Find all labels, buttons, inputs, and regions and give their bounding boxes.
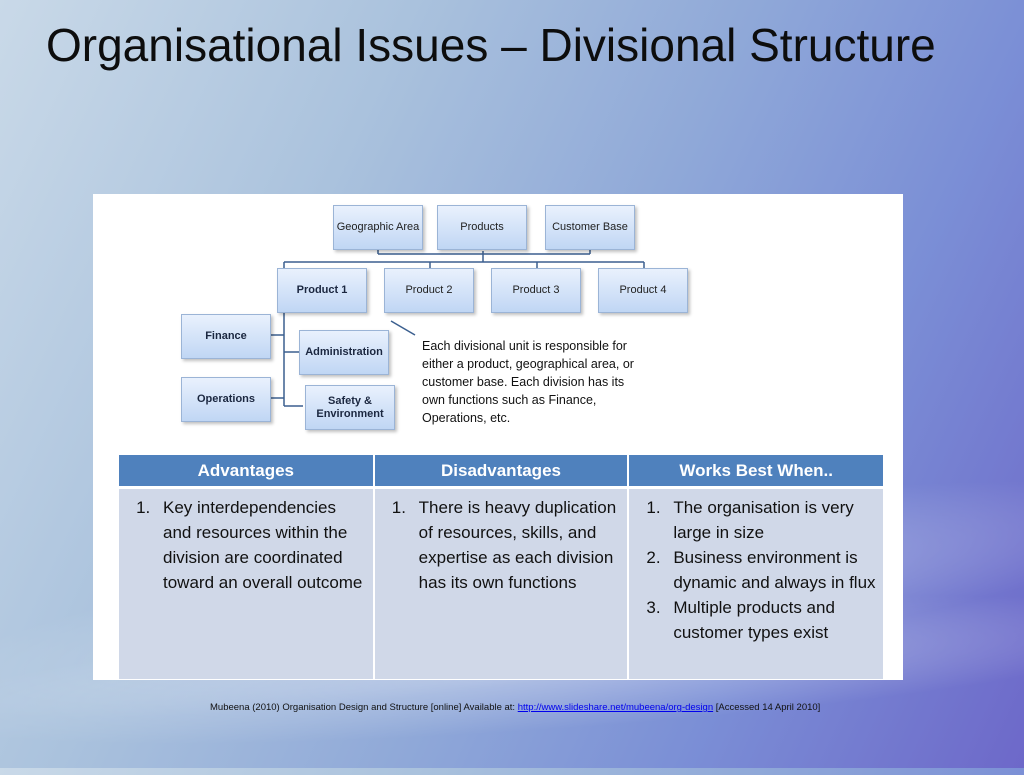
list-item: Multiple products and customer types exi… xyxy=(665,595,877,645)
comparison-table: Advantages Disadvantages Works Best When… xyxy=(119,455,883,679)
diagram-panel: Geographic Area Products Customer Base P… xyxy=(93,194,903,680)
safety-environment-box: Safety & Environment xyxy=(305,385,395,430)
works-best-cell: The organisation is very large in size B… xyxy=(628,486,883,679)
diagram-note: Each divisional unit is responsible for … xyxy=(422,339,634,425)
list-item: Business environment is dynamic and alwa… xyxy=(665,545,877,595)
citation-prefix: Mubeena (2010) Organisation Design and S… xyxy=(210,702,518,713)
geographic-area-box: Geographic Area xyxy=(333,205,423,250)
product-4-box: Product 4 xyxy=(598,268,688,313)
advantages-cell: Key interdependencies and resources with… xyxy=(119,486,375,679)
administration-box: Administration xyxy=(299,330,389,375)
connector-lines xyxy=(271,249,645,407)
finance-box: Finance xyxy=(181,314,271,359)
advantages-header: Advantages xyxy=(119,455,375,488)
customer-base-box: Customer Base xyxy=(545,205,635,250)
citation-link[interactable]: http://www.slideshare.net/mubeena/org-de… xyxy=(517,702,714,713)
slide-title: Organisational Issues – Divisional Struc… xyxy=(46,19,936,71)
product-1-box: Product 1 xyxy=(277,268,367,313)
list-item: The organisation is very large in size xyxy=(665,495,877,545)
citation: Mubeena (2010) Organisation Design and S… xyxy=(210,702,820,713)
product-3-box: Product 3 xyxy=(491,268,581,313)
product-2-box: Product 2 xyxy=(384,268,474,313)
disadvantages-cell: There is heavy duplication of resources,… xyxy=(373,486,630,679)
citation-suffix: [Accessed 14 April 2010] xyxy=(713,702,821,713)
list-item: There is heavy duplication of resources,… xyxy=(411,495,622,595)
operations-box: Operations xyxy=(181,377,271,422)
disadvantages-header: Disadvantages xyxy=(373,455,630,488)
products-box: Products xyxy=(437,205,527,250)
list-item: Key interdependencies and resources with… xyxy=(155,495,367,595)
works-best-header: Works Best When.. xyxy=(628,455,883,488)
